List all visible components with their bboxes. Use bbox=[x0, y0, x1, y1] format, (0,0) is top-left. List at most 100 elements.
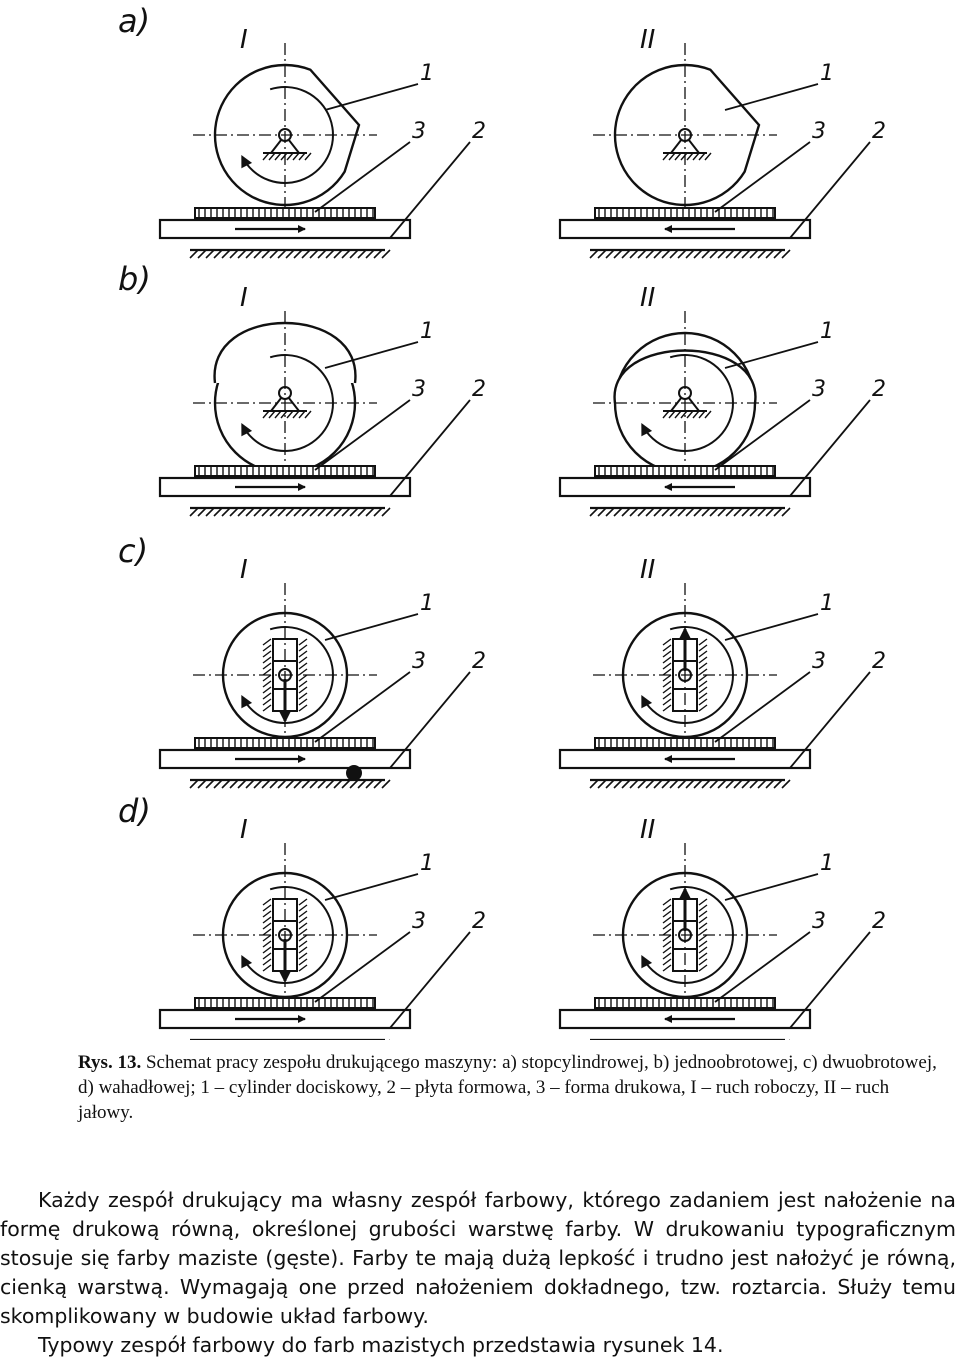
frame-hatch bbox=[189, 779, 391, 789]
leader-line-2 bbox=[789, 141, 871, 239]
unit-stop-II: II 1 3 2 bbox=[558, 25, 886, 259]
leader-line-3 bbox=[314, 399, 411, 471]
rotation-arrow bbox=[241, 626, 334, 724]
forme-plate-pattern bbox=[598, 738, 774, 748]
part-label-2: 2 bbox=[472, 649, 486, 674]
forme-plate-pattern bbox=[198, 738, 374, 748]
part-label-2: 2 bbox=[872, 377, 886, 402]
leader-line-1 bbox=[724, 613, 819, 641]
motion-label-II: II bbox=[640, 25, 655, 55]
forme-plate bbox=[594, 737, 776, 749]
leader-line-1 bbox=[724, 341, 819, 369]
part-label-1: 1 bbox=[420, 851, 434, 876]
leader-line-3 bbox=[314, 141, 411, 213]
part-label-3: 3 bbox=[412, 119, 426, 144]
leader-line-2 bbox=[789, 399, 871, 497]
cylinder-segment bbox=[213, 321, 357, 384]
part-label-1: 1 bbox=[820, 851, 834, 876]
part-label-3: 3 bbox=[812, 377, 826, 402]
leader-line-1 bbox=[724, 83, 819, 111]
rotation-arrow bbox=[241, 86, 334, 184]
part-label-3: 3 bbox=[412, 649, 426, 674]
forme-plate-pattern bbox=[198, 208, 374, 218]
paragraph-2: Typowy zespół farbowy do farb mazistych … bbox=[38, 1333, 724, 1357]
bearing-hatch bbox=[662, 410, 712, 419]
forme-plate bbox=[594, 207, 776, 219]
part-label-2: 2 bbox=[872, 119, 886, 144]
bearing-hatch bbox=[662, 152, 712, 161]
figure-caption: Rys. 13. Schemat pracy zespołu drukujące… bbox=[78, 1050, 948, 1125]
rotation-arrow bbox=[641, 626, 734, 724]
dot-mark bbox=[346, 765, 362, 781]
forme-plate bbox=[194, 997, 376, 1009]
part-label-1: 1 bbox=[420, 61, 434, 86]
forme-plate bbox=[594, 997, 776, 1009]
forme-plate-pattern bbox=[198, 998, 374, 1008]
part-label-2: 2 bbox=[872, 909, 886, 934]
part-label-1: 1 bbox=[820, 591, 834, 616]
leader-line-2 bbox=[389, 931, 471, 1029]
part-label-1: 1 bbox=[820, 61, 834, 86]
leader-line-3 bbox=[714, 671, 811, 743]
forme-plate bbox=[194, 207, 376, 219]
row-letter-a: a) bbox=[118, 2, 150, 40]
leader-line-1 bbox=[324, 873, 419, 901]
leader-line-1 bbox=[324, 341, 419, 369]
leader-line-2 bbox=[789, 931, 871, 1029]
leader-line-2 bbox=[389, 399, 471, 497]
row-letter-b: b) bbox=[118, 260, 151, 298]
leader-line-3 bbox=[714, 399, 811, 471]
part-label-3: 3 bbox=[812, 119, 826, 144]
rotation-arrow bbox=[641, 354, 734, 452]
unit-swing-I: I 1 3 2 bbox=[158, 815, 486, 1040]
row-letter-d: d) bbox=[118, 792, 151, 830]
forme-plate-pattern bbox=[598, 998, 774, 1008]
bearing-hatch bbox=[262, 410, 312, 419]
leader-line-2 bbox=[389, 671, 471, 769]
caption-number: Rys. 13. bbox=[78, 1052, 142, 1073]
frame-hatch bbox=[589, 507, 791, 517]
guide-hatch bbox=[662, 638, 708, 712]
leader-line-3 bbox=[314, 931, 411, 1003]
forme-plate bbox=[194, 465, 376, 477]
forme-plate-pattern bbox=[198, 466, 374, 476]
frame-hatch bbox=[189, 249, 391, 259]
leader-line-3 bbox=[314, 671, 411, 743]
part-label-3: 3 bbox=[412, 377, 426, 402]
part-label-1: 1 bbox=[420, 319, 434, 344]
caption-text: Schemat pracy zespołu drukującego maszyn… bbox=[78, 1052, 937, 1123]
part-label-1: 1 bbox=[820, 319, 834, 344]
forme-plate-pattern bbox=[598, 208, 774, 218]
frame-hatch bbox=[589, 249, 791, 259]
motion-label-I: I bbox=[240, 815, 248, 845]
part-label-3: 3 bbox=[812, 649, 826, 674]
part-label-3: 3 bbox=[812, 909, 826, 934]
leader-line-2 bbox=[789, 671, 871, 769]
motion-label-II: II bbox=[640, 555, 655, 585]
part-label-1: 1 bbox=[420, 591, 434, 616]
part-label-2: 2 bbox=[472, 909, 486, 934]
forme-plate-pattern bbox=[598, 466, 774, 476]
frame-hatch bbox=[589, 779, 791, 789]
bearing-hatch bbox=[262, 152, 312, 161]
part-label-2: 2 bbox=[872, 649, 886, 674]
rotation-arrow bbox=[641, 886, 734, 984]
motion-label-I: I bbox=[240, 555, 248, 585]
forme-plate bbox=[194, 737, 376, 749]
leader-line-3 bbox=[714, 931, 811, 1003]
guide-hatch bbox=[262, 638, 308, 712]
part-label-2: 2 bbox=[472, 377, 486, 402]
body-text: Każdy zespół drukujący ma własny zespół … bbox=[0, 1186, 956, 1360]
leader-line-1 bbox=[324, 613, 419, 641]
leader-line-2 bbox=[389, 141, 471, 239]
leader-line-1 bbox=[724, 873, 819, 901]
part-label-3: 3 bbox=[412, 909, 426, 934]
motion-label-I: I bbox=[240, 25, 248, 55]
row-letter-c: c) bbox=[118, 532, 148, 570]
unit-double-II: II 1 3 2 bbox=[558, 555, 886, 789]
